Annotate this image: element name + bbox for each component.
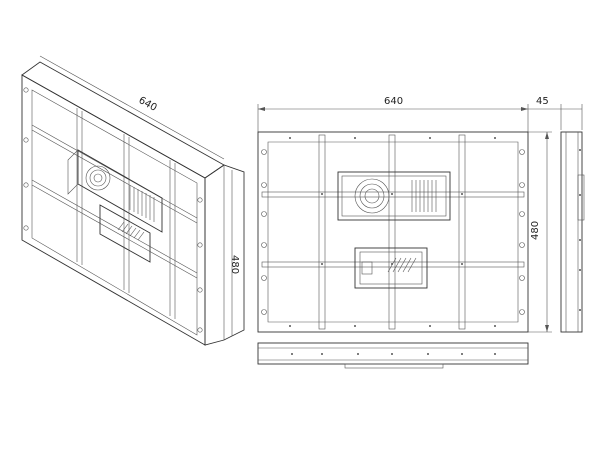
front-width-label: 640 bbox=[384, 96, 403, 107]
bottom-view bbox=[257, 342, 529, 369]
iso-receiver-card bbox=[99, 204, 151, 263]
bottom-outline bbox=[257, 342, 529, 365]
iso-front-face bbox=[21, 74, 206, 346]
front-view: 640 45 480 bbox=[257, 96, 583, 333]
side-view bbox=[560, 131, 585, 333]
front-depth-label: 45 bbox=[536, 96, 549, 107]
isometric-view: 640 480 bbox=[21, 55, 245, 346]
side-outline bbox=[560, 131, 583, 333]
iso-width-label: 640 bbox=[137, 95, 159, 114]
iso-fan-module bbox=[77, 149, 163, 233]
front-height-label: 480 bbox=[530, 221, 541, 240]
front-cabinet-outline bbox=[257, 131, 529, 333]
iso-top-face bbox=[21, 61, 225, 179]
iso-height-label: 480 bbox=[229, 255, 240, 274]
front-receiver-card bbox=[354, 247, 428, 289]
front-fan-module bbox=[337, 171, 451, 221]
